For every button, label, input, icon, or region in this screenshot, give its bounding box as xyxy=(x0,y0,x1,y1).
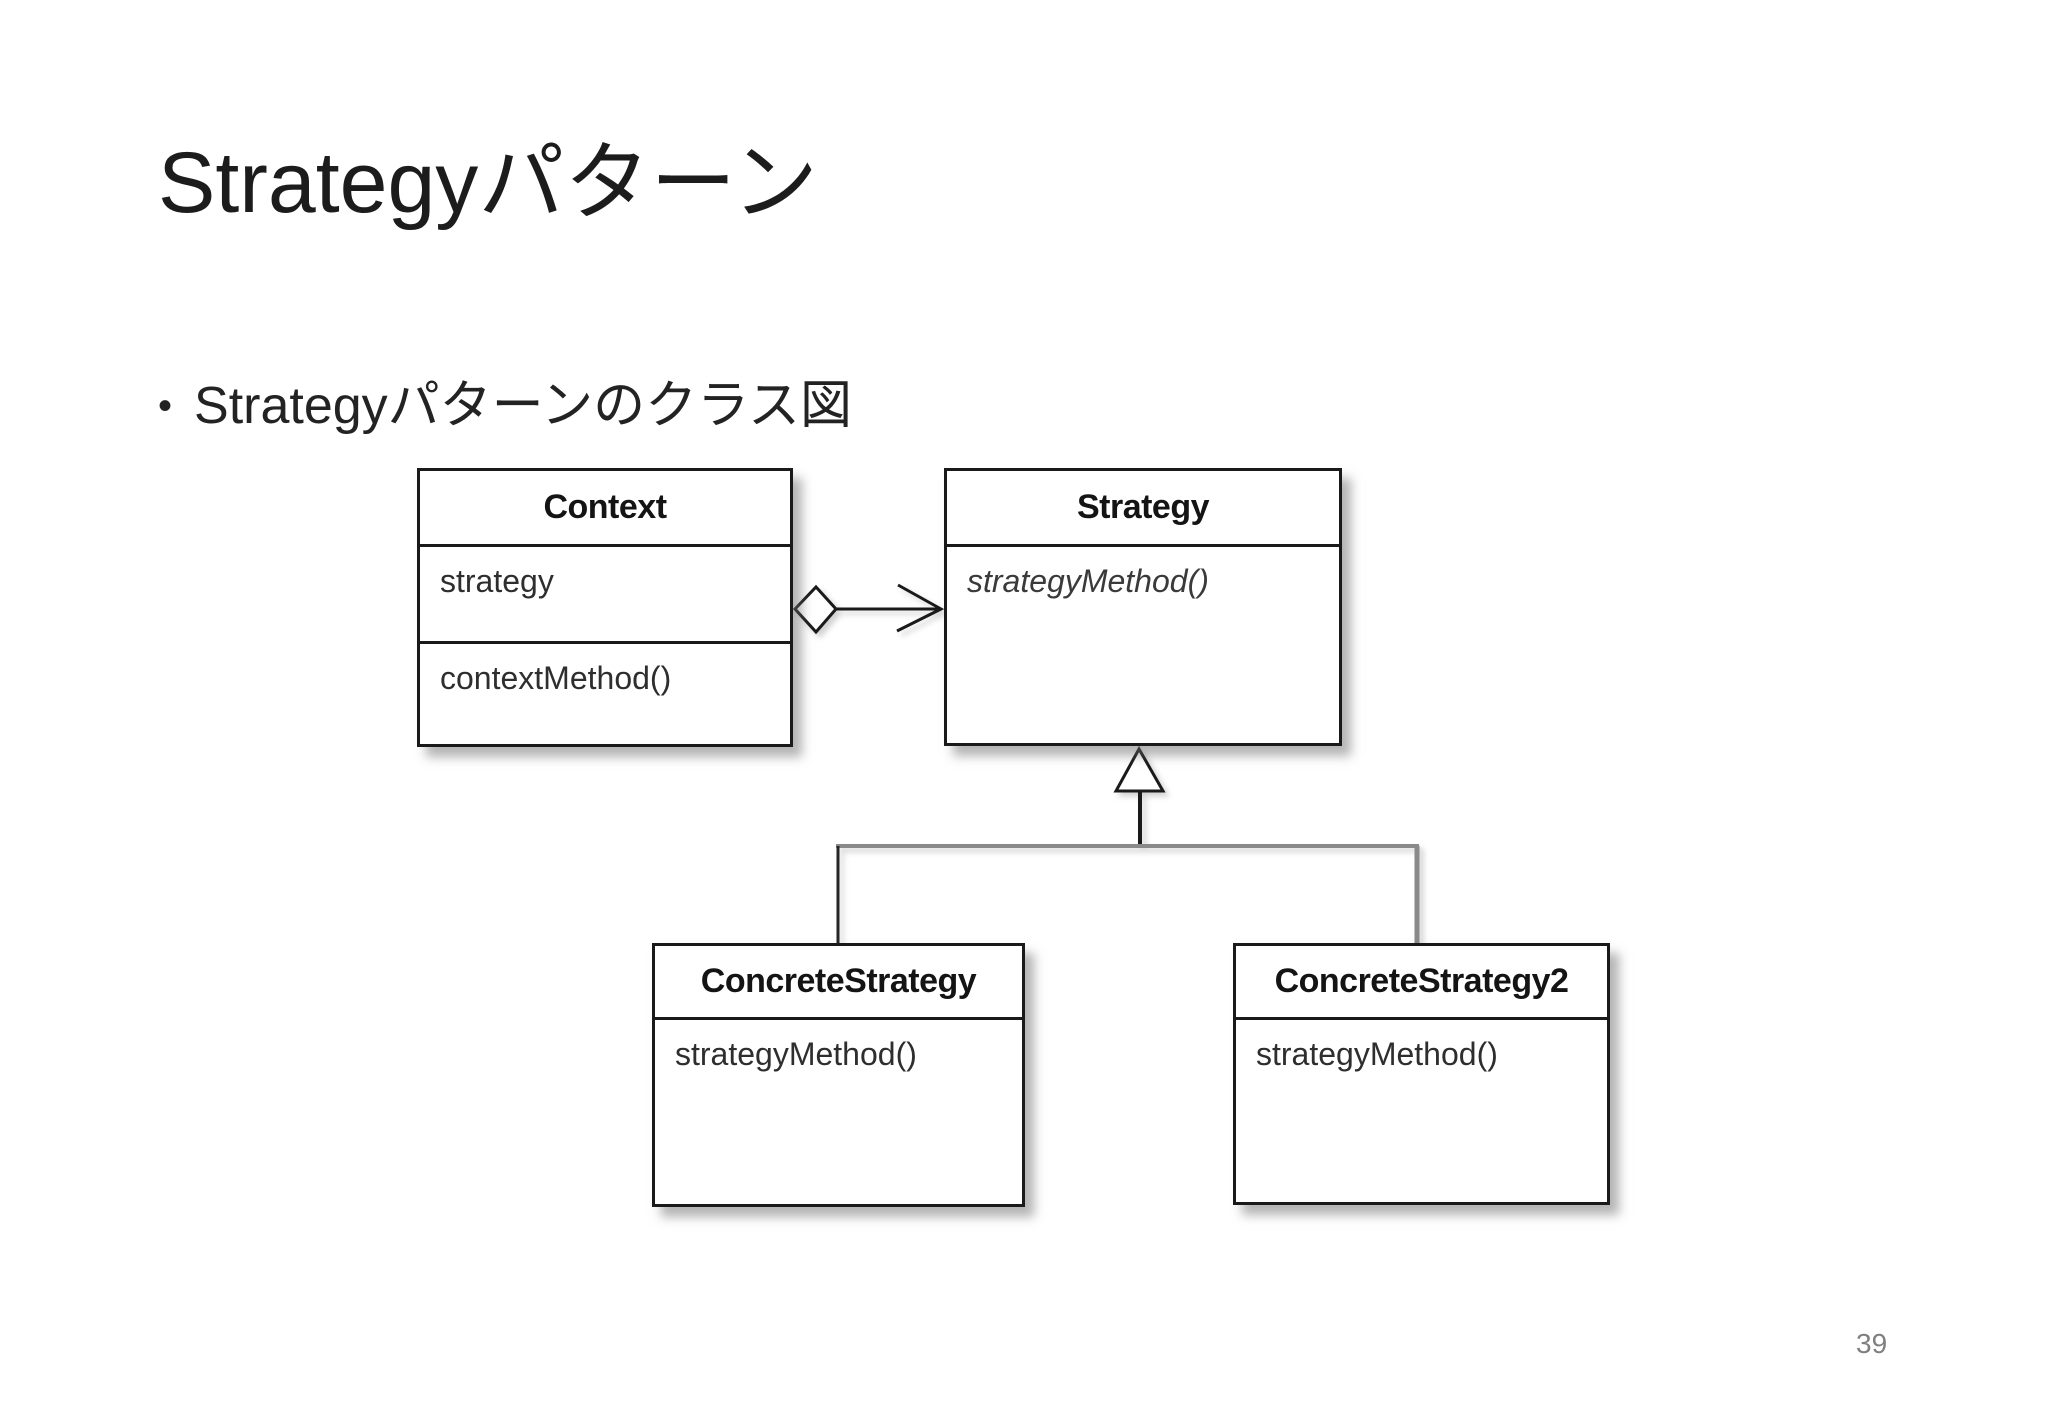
bullet-marker: • xyxy=(158,384,173,428)
bullet-line: • Strategyパターンのクラス図 xyxy=(158,374,852,439)
class-name-concretestrategy2: ConcreteStrategy2 xyxy=(1236,946,1607,1020)
bullet-text: Strategyパターンのクラス図 xyxy=(194,377,853,435)
class-method-contextmethod: contextMethod() xyxy=(440,660,672,696)
class-name-context: Context xyxy=(420,471,790,547)
page-title: Strategyパターン xyxy=(158,135,818,231)
class-box-concretestrategy: ConcreteStrategy strategyMethod() xyxy=(652,943,1025,1207)
class-method-strategymethod-1: strategyMethod() xyxy=(675,1036,917,1072)
class-method-strategymethod-2: strategyMethod() xyxy=(1256,1036,1498,1072)
class-box-strategy: Strategy strategyMethod() xyxy=(944,468,1342,746)
class-name-concretestrategy: ConcreteStrategy xyxy=(655,946,1022,1020)
open-arrowhead-icon xyxy=(896,583,945,633)
class-name-strategy: Strategy xyxy=(947,471,1339,547)
page-number: 39 xyxy=(1856,1328,1888,1359)
class-box-context: Context strategy contextMethod() xyxy=(417,468,793,747)
class-attribute-strategy: strategy xyxy=(420,547,790,644)
class-method-strategymethod-abstract: strategyMethod() xyxy=(967,563,1209,599)
generalization-triangle-icon xyxy=(1113,745,1166,793)
aggregation-diamond-icon xyxy=(792,584,839,635)
class-box-concretestrategy2: ConcreteStrategy2 strategyMethod() xyxy=(1233,943,1610,1205)
